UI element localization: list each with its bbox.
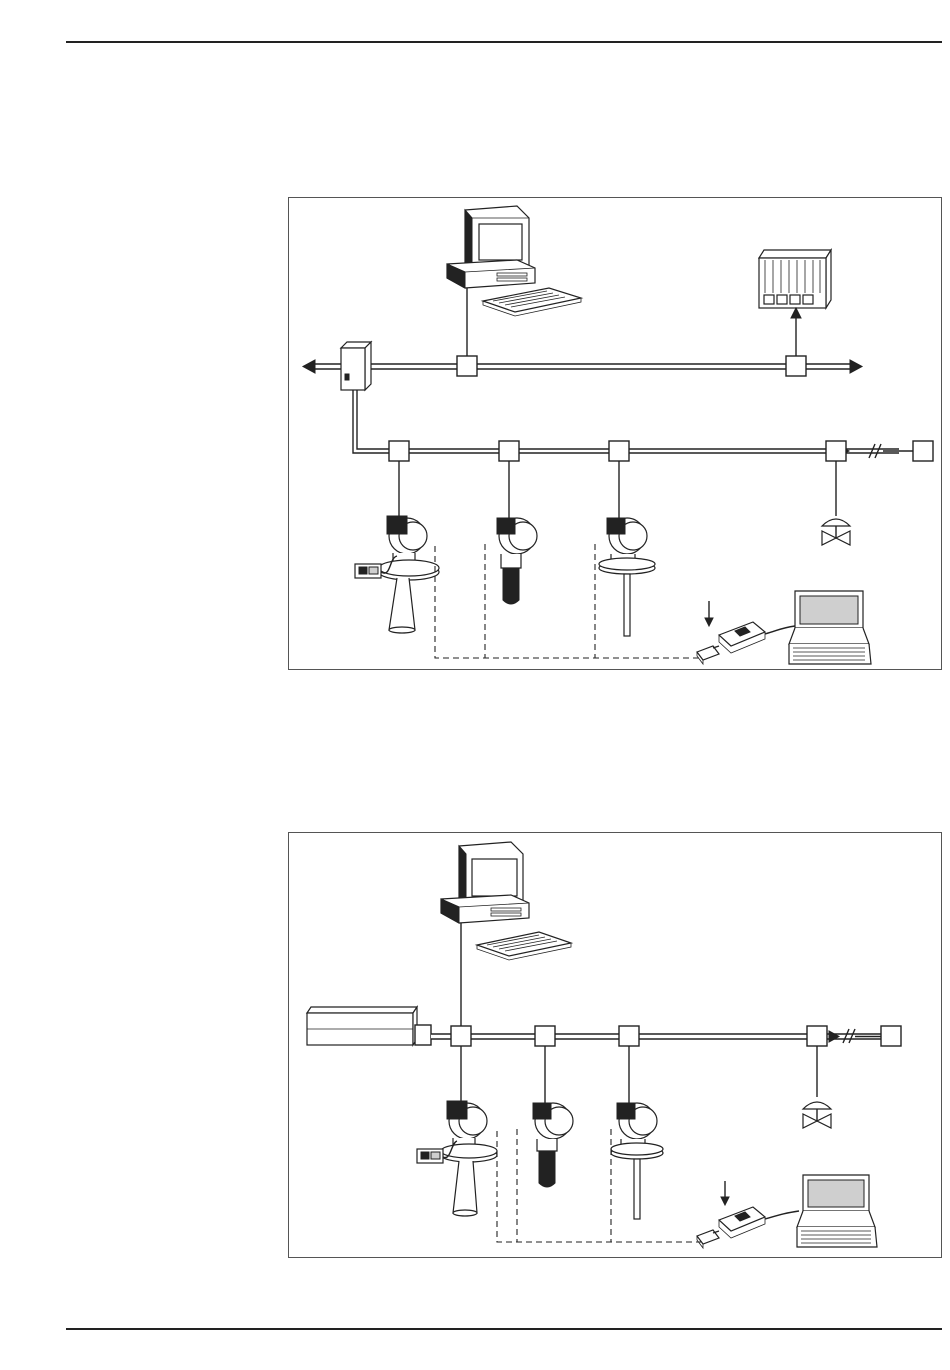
ethernet-bus — [303, 360, 862, 373]
keyboard-icon — [477, 932, 571, 960]
arrow-down-icon — [721, 1197, 729, 1205]
rod-probe-icon — [611, 1103, 663, 1219]
capacitance-probe-icon — [533, 1103, 573, 1187]
radar-level-transmitter-icon — [441, 1101, 497, 1216]
arrow-up-icon — [791, 308, 801, 318]
junction-box-icon — [457, 356, 477, 376]
workstation-icon — [441, 842, 529, 923]
segment-coupler-icon — [341, 342, 371, 390]
service-link — [435, 544, 703, 658]
control-valve-icon — [822, 519, 850, 545]
figure-bottom — [288, 832, 942, 1258]
rod-probe-icon — [599, 518, 655, 636]
junction-box-icon — [389, 441, 409, 461]
service-interface-icon — [697, 622, 795, 664]
terminator-icon — [881, 1026, 901, 1046]
junction-box-icon — [451, 1026, 471, 1046]
footer-rule — [66, 1328, 942, 1330]
junction-box-icon — [807, 1026, 827, 1046]
junction-box-icon — [609, 441, 629, 461]
figure-top — [288, 197, 942, 670]
junction-box-icon — [826, 441, 846, 461]
workstation-icon — [447, 206, 535, 288]
topology-diagram-bottom — [289, 833, 940, 1256]
bus-arrow-left-icon — [303, 360, 315, 373]
control-valve-icon — [803, 1102, 831, 1128]
service-interface-icon — [697, 1207, 799, 1248]
laptop-icon — [789, 591, 871, 664]
bus-arrow-right-icon — [850, 360, 862, 373]
terminator-icon — [913, 441, 933, 461]
junction-box-icon — [499, 441, 519, 461]
header-rule — [66, 41, 942, 43]
junction-box-icon — [619, 1026, 639, 1046]
laptop-icon — [797, 1175, 877, 1247]
arrow-down-icon — [705, 618, 713, 626]
radar-level-transmitter-icon — [379, 516, 439, 633]
keyboard-icon — [483, 288, 581, 316]
service-link — [497, 1129, 703, 1242]
junction-box-icon — [786, 356, 806, 376]
topology-diagram-top — [289, 198, 940, 668]
plc-rack-icon — [759, 250, 831, 308]
junction-box-icon — [535, 1026, 555, 1046]
power-supply-icon — [307, 1007, 431, 1045]
capacitance-probe-icon — [497, 518, 537, 604]
